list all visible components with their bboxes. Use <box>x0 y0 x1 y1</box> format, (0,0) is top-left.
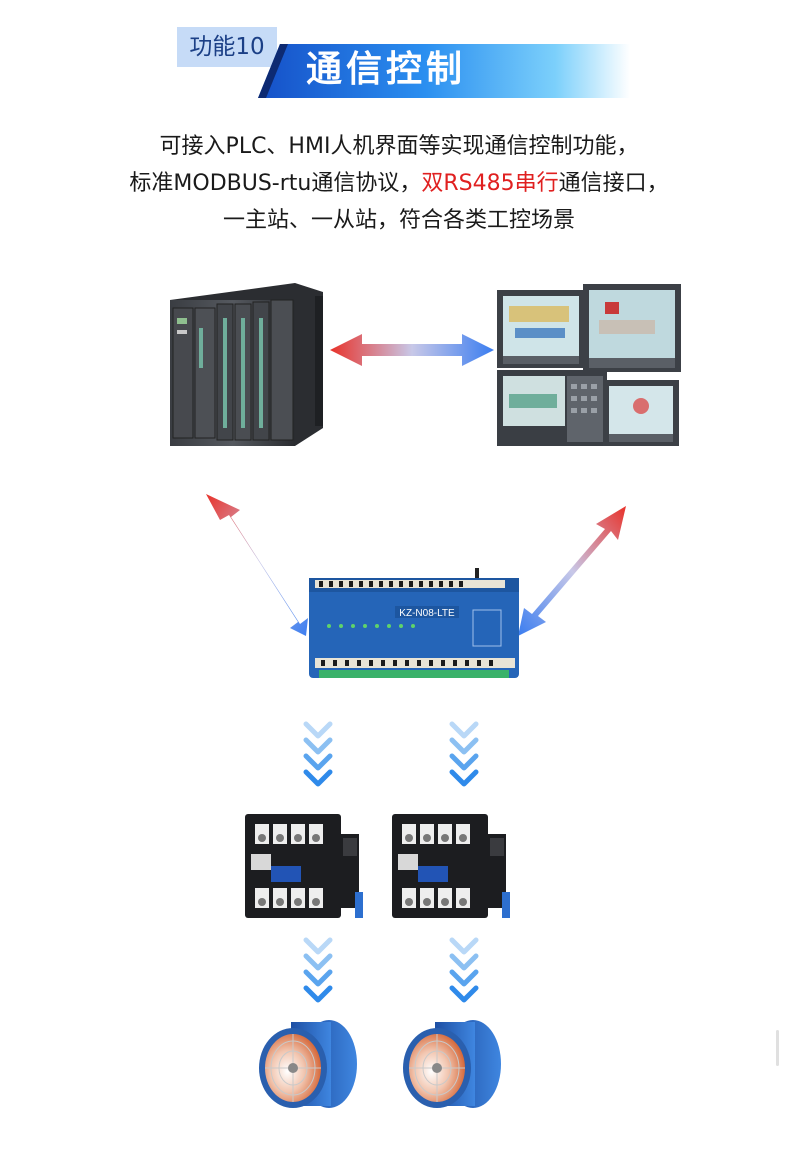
chevrons-right-lower <box>449 937 479 1003</box>
intro-line-2-pre: 标准MODBUS-rtu通信协议， <box>129 171 422 196</box>
fan-left-image <box>259 1020 357 1108</box>
chevrons-right-upper <box>449 721 479 787</box>
feature-tag: 功能10 <box>177 27 277 67</box>
intro-line-1: 可接入PLC、HMI人机界面等实现通信控制功能， <box>159 134 639 159</box>
arrow-plc-hmi <box>330 334 494 366</box>
controller-board-image: KZ-N08-LTE <box>309 568 519 678</box>
title-text: 通信控制 <box>306 49 467 90</box>
plc-image <box>170 283 323 446</box>
chevrons-left-upper <box>303 721 333 787</box>
controller-model-label: KZ-N08-LTE <box>399 608 455 619</box>
title-banner <box>258 44 630 98</box>
arrow-hmi-controller <box>518 506 626 636</box>
intro-line-3: 一主站、一从站，符合各类工控场景 <box>222 208 575 233</box>
intro-line-2: 标准MODBUS-rtu通信协议，双RS485串行通信接口， <box>0 165 798 202</box>
arrow-plc-controller <box>206 494 308 636</box>
intro-line-2-post: 通信接口， <box>558 171 669 196</box>
chevrons-left-lower <box>303 937 333 1003</box>
contactor-left-image <box>245 814 363 918</box>
fan-right-image <box>403 1020 501 1108</box>
intro-text: 可接入PLC、HMI人机界面等实现通信控制功能， 标准MODBUS-rtu通信协… <box>0 128 798 239</box>
intro-highlight: 双RS485串行 <box>421 171 559 196</box>
scrollbar-thumb[interactable] <box>776 1030 779 1066</box>
contactor-right-image <box>392 814 510 918</box>
hmi-screens-image <box>497 284 681 446</box>
